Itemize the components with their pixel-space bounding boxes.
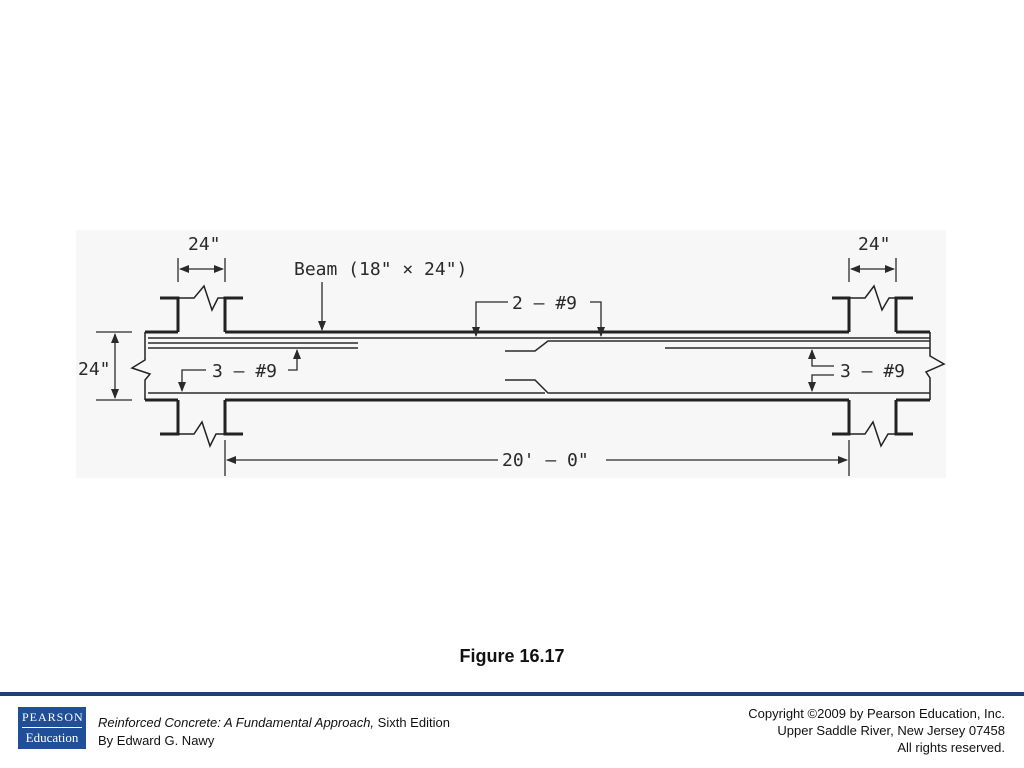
dimension-lines xyxy=(96,258,897,476)
top-bars-label: 2 — #9 xyxy=(512,293,577,314)
beam-size-label: Beam (18" × 24") xyxy=(294,259,467,280)
book-info: Reinforced Concrete: A Fundamental Appro… xyxy=(98,714,450,750)
book-title: Reinforced Concrete: A Fundamental Appro… xyxy=(98,715,375,730)
copyright-notice: Copyright ©2009 by Pearson Education, In… xyxy=(748,705,1005,756)
leader-lines xyxy=(178,282,834,392)
pearson-logo: PEARSON Education xyxy=(18,707,86,749)
figure-panel xyxy=(76,230,946,478)
copyright-line-1: Copyright ©2009 by Pearson Education, In… xyxy=(748,706,1005,721)
support-width-left-label: 24" xyxy=(188,234,221,255)
support-width-right-label: 24" xyxy=(858,234,891,255)
reinforcement-bars xyxy=(148,337,930,394)
book-author: By Edward G. Nawy xyxy=(98,733,215,748)
beam-diagram: 24" 24" Beam (18" × 24") 2 — #9 24" 3 — … xyxy=(76,230,946,478)
footer-divider xyxy=(0,692,1024,696)
book-edition: Sixth Edition xyxy=(374,715,450,730)
copyright-line-3: All rights reserved. xyxy=(897,740,1005,755)
book-title-line: Reinforced Concrete: A Fundamental Appro… xyxy=(98,714,450,732)
figure-caption: Figure 16.17 xyxy=(459,646,565,666)
copyright-line-2: Upper Saddle River, New Jersey 07458 xyxy=(777,723,1005,738)
logo-bottom-text: Education xyxy=(25,730,79,745)
break-lines xyxy=(130,284,946,448)
beam-depth-label: 24" xyxy=(78,359,111,380)
logo-top-text: PEARSON xyxy=(22,710,83,728)
span-label: 20' — 0" xyxy=(502,450,589,471)
bottom-bars-right-label: 3 — #9 xyxy=(840,361,905,382)
bottom-bars-left-label: 3 — #9 xyxy=(212,361,277,382)
